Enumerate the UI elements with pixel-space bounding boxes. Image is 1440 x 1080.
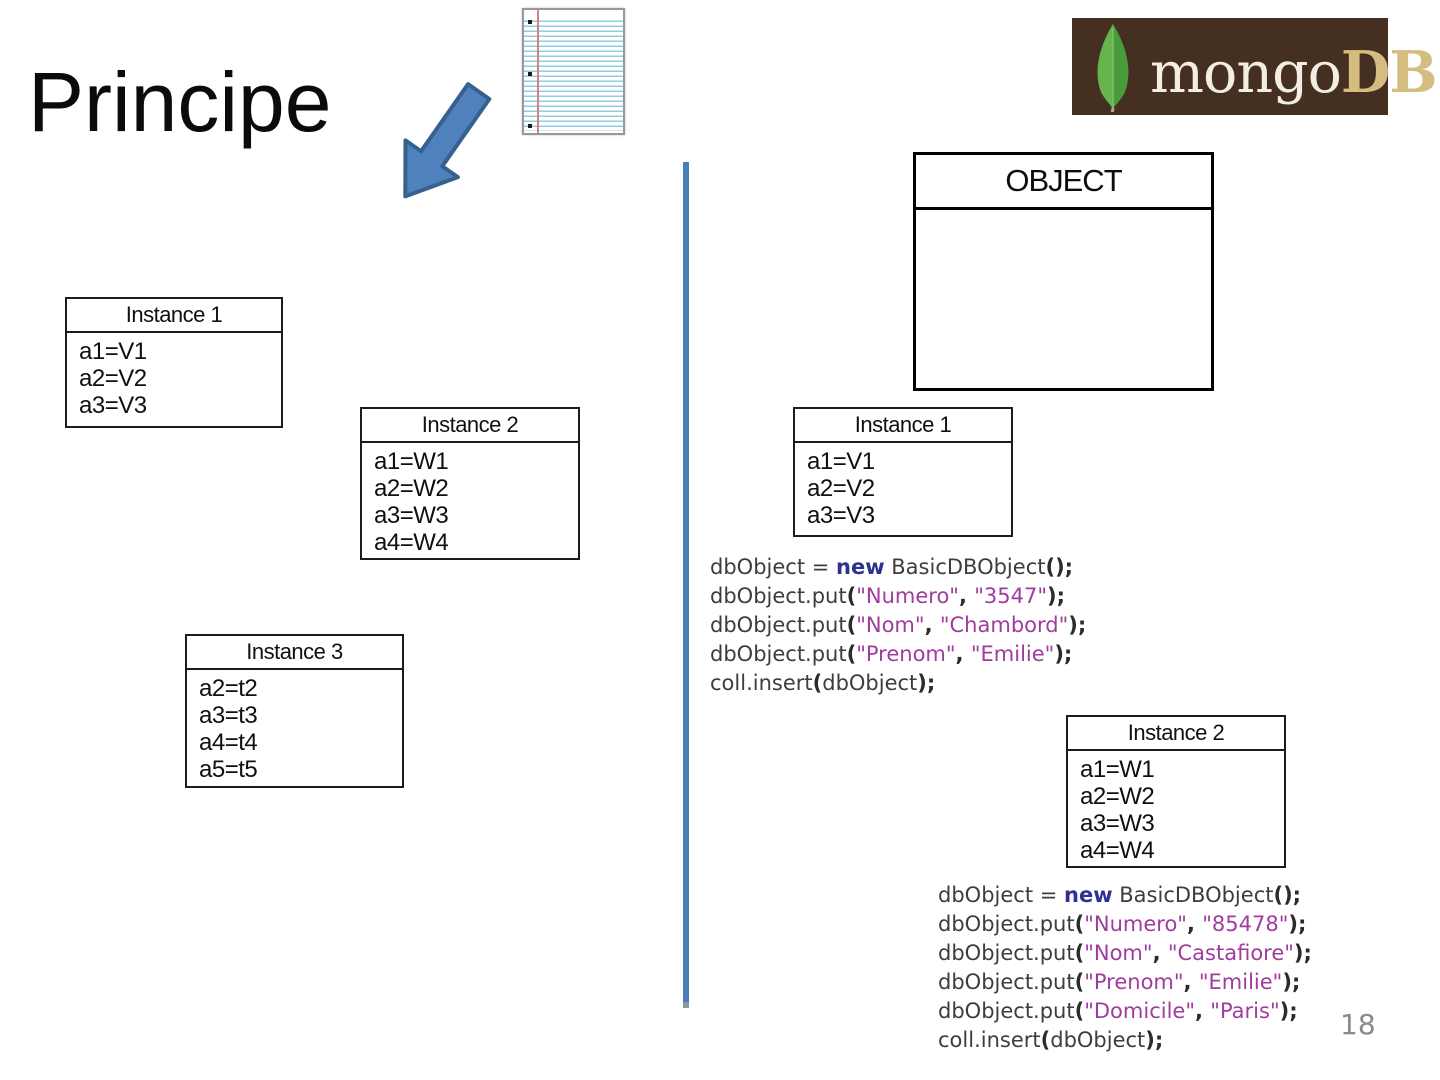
instance-box-title: Instance 2	[1068, 717, 1284, 751]
code-line: dbObject.put("Numero", "3547");	[710, 584, 1066, 608]
attribute-line: a1=W1	[374, 448, 449, 475]
attribute-line: a3=V3	[807, 502, 875, 529]
mongodb-logo-text: mongoDB	[1150, 32, 1437, 102]
code-line: dbObject = new BasicDBObject();	[938, 883, 1302, 907]
attribute-line: a4=t4	[199, 729, 258, 756]
attribute-line: a3=W3	[374, 502, 449, 529]
notepad-ruled-lines	[524, 17, 623, 131]
vertical-divider	[683, 162, 689, 1002]
notepad-margin-line	[537, 10, 539, 133]
code-line: coll.insert(dbObject);	[710, 671, 936, 695]
code-block-insert-instance-1: dbObject = new BasicDBObject(); dbObject.…	[710, 553, 1086, 698]
page-number: 18	[1340, 1008, 1376, 1041]
attribute-line: a3=W3	[1080, 810, 1155, 837]
logo-mongo-label: mongo	[1150, 39, 1342, 106]
mongodb-leaf-icon	[1097, 23, 1129, 112]
attribute-line: a2=V2	[79, 365, 147, 392]
page-title: Principe	[28, 55, 332, 149]
code-line: dbObject = new BasicDBObject();	[710, 555, 1074, 579]
object-box-title: OBJECT	[916, 155, 1211, 210]
code-line: coll.insert(dbObject);	[938, 1028, 1164, 1052]
instance-box-title: Instance 3	[187, 636, 402, 670]
attribute-line: a2=W2	[1080, 783, 1155, 810]
attribute-line: a3=t3	[199, 702, 258, 729]
object-box: OBJECT	[913, 152, 1214, 391]
attribute-line: a1=V1	[807, 448, 875, 475]
code-line: dbObject.put("Domicile", "Paris");	[938, 999, 1298, 1023]
code-line: dbObject.put("Numero", "85478");	[938, 912, 1307, 936]
vertical-divider-endcap	[683, 1002, 689, 1008]
code-line: dbObject.put("Prenom", "Emilie");	[710, 642, 1073, 666]
notepad-hole	[528, 124, 532, 128]
attribute-line: a5=t5	[199, 756, 258, 783]
instance-box-title: Instance 1	[67, 299, 281, 333]
instance-box-title: Instance 2	[362, 409, 578, 443]
attribute-line: a1=W1	[1080, 756, 1155, 783]
code-block-insert-instance-2: dbObject = new BasicDBObject(); dbObject.…	[938, 881, 1312, 1055]
down-left-arrow-icon	[371, 65, 514, 223]
attribute-line: a4=W4	[1080, 837, 1155, 864]
attribute-line: a1=V1	[79, 338, 147, 365]
notepad-hole	[528, 72, 532, 76]
notepad-hole	[528, 20, 532, 24]
instance-box-title: Instance 1	[795, 409, 1011, 443]
attribute-line: a3=V3	[79, 392, 147, 419]
attribute-line: a2=V2	[807, 475, 875, 502]
notepad-icon	[522, 8, 625, 135]
code-line: dbObject.put("Nom", "Castafiore");	[938, 941, 1312, 965]
code-line: dbObject.put("Nom", "Chambord");	[710, 613, 1087, 637]
mongodb-logo: mongoDB	[1072, 18, 1437, 115]
logo-db-label: DB	[1340, 38, 1438, 106]
code-line: dbObject.put("Prenom", "Emilie");	[938, 970, 1301, 994]
attribute-line: a2=W2	[374, 475, 449, 502]
attribute-line: a4=W4	[374, 529, 449, 556]
attribute-line: a2=t2	[199, 675, 258, 702]
